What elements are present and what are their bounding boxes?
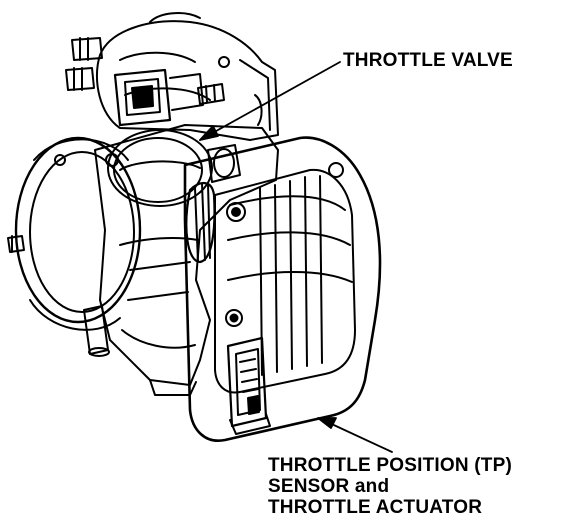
tp-sensor-label-line1: THROTTLE POSITION (TP) xyxy=(268,455,512,476)
intake-flange xyxy=(7,136,142,357)
tp-sensor-leader-line xyxy=(322,419,393,453)
callout-arrows xyxy=(199,61,393,453)
tp-sensor-label: THROTTLE POSITION (TP) SENSOR and THROTT… xyxy=(268,455,512,518)
throttle-valve-leader-line xyxy=(199,61,341,141)
tp-sensor-actuator-housing xyxy=(183,136,382,442)
throttle-valve-label: THROTTLE VALVE xyxy=(343,50,513,71)
tp-sensor-arrowhead xyxy=(317,417,337,429)
tp-sensor-label-line3: THROTTLE ACTUATOR xyxy=(268,497,483,518)
upper-housing xyxy=(65,12,279,141)
throttle-valve-arrowhead xyxy=(199,125,219,141)
tp-sensor-label-line2: SENSOR and xyxy=(268,476,390,497)
throttle-body-casting xyxy=(94,124,279,396)
